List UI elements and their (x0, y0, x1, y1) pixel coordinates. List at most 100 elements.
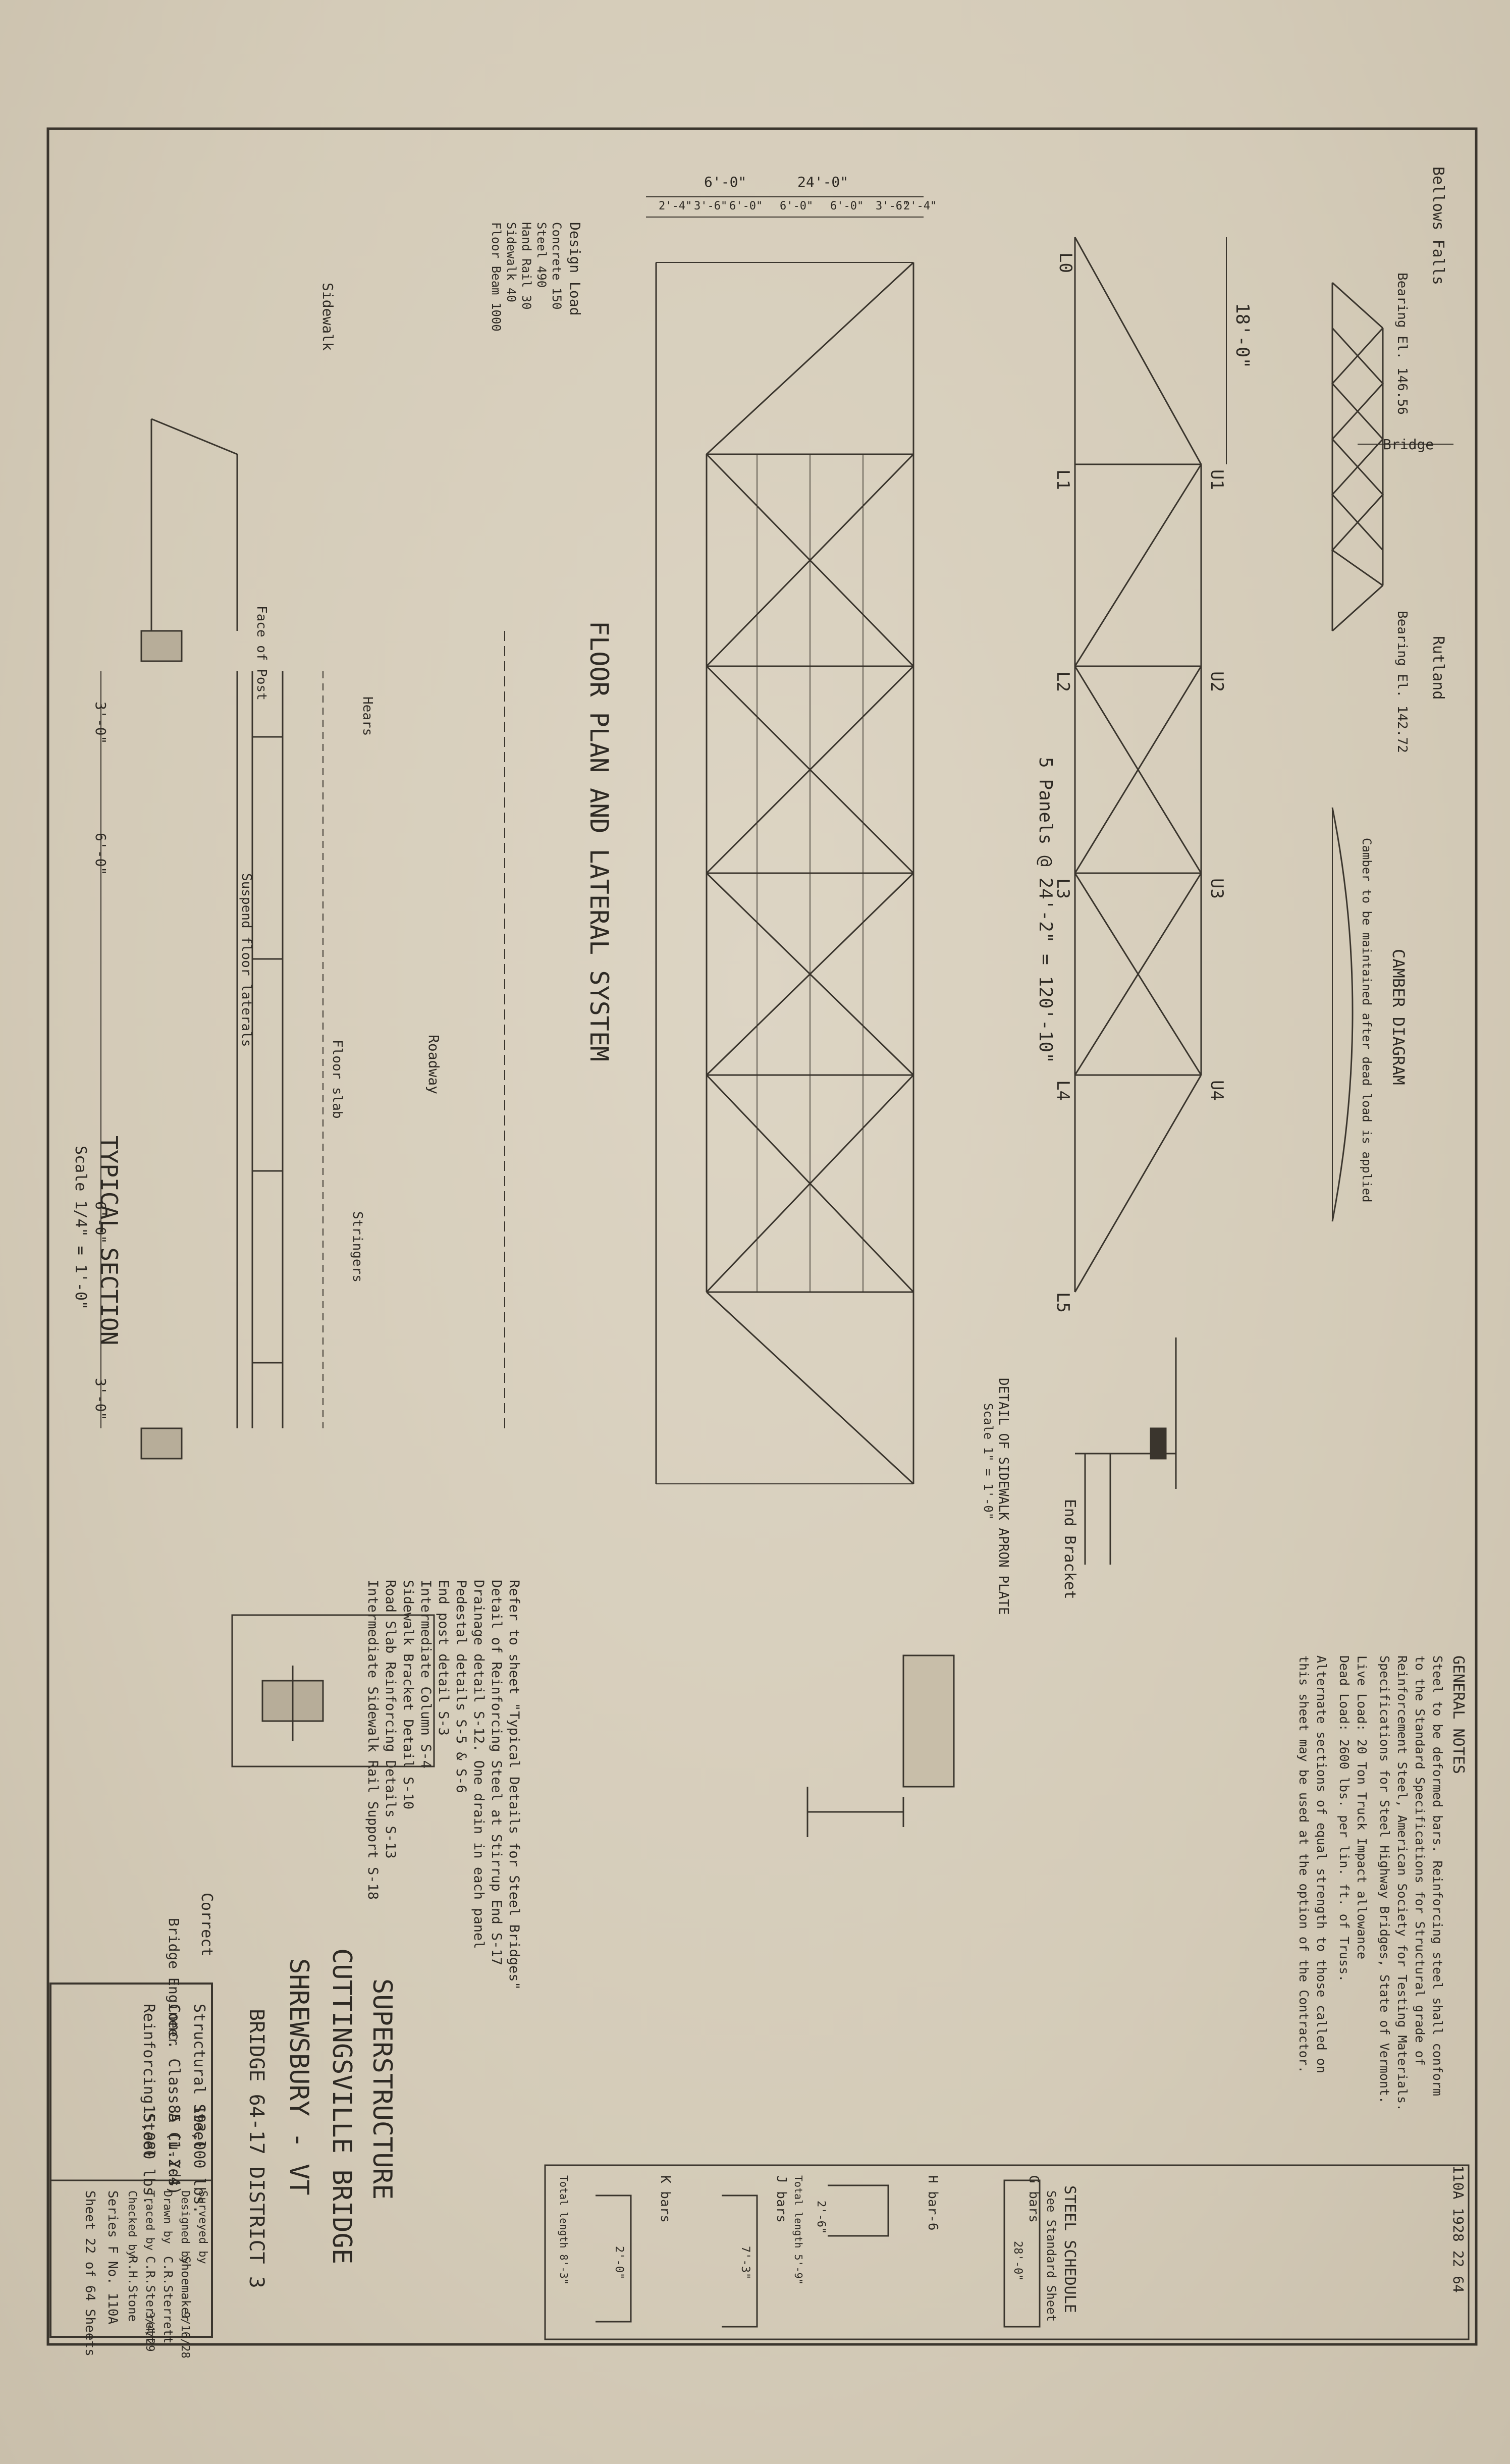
engineer-label: Bridge Engineer (166, 1918, 182, 2046)
refer-line-3: Drainage detail S-12. One drain in each … (471, 1580, 487, 1949)
sig-value-3: C.R.Sterrett (161, 2256, 175, 2343)
face-of-post-label: Face of Post (254, 606, 269, 701)
design-load-table: Design Load Concrete 150 Steel 490 Hand … (489, 222, 583, 332)
design-load-item-1: Concrete 150 (550, 222, 564, 309)
section-dim-3: 6'-0" (92, 1201, 109, 1244)
hears-label: Hears (360, 697, 375, 736)
plan-dim-1: 6'-0" (704, 174, 746, 190)
refer-line-4: Pedestal details S-5 & S-6 (453, 1580, 469, 1793)
refer-list: Refer to sheet "Typical Details for Stee… (365, 1580, 522, 1990)
design-load-heading: Design Load (567, 222, 583, 315)
node-l5: L5 (1053, 1292, 1073, 1313)
sheet-border (46, 127, 1478, 2346)
slab-detail (806, 1654, 955, 1837)
node-u4: U4 (1207, 1080, 1227, 1101)
title-line-4: BRIDGE 64-17 DISTRICT 3 (245, 2009, 268, 2288)
node-u2: U2 (1207, 671, 1227, 692)
general-notes: GENERAL NOTES Steel to be deformed bars.… (1297, 1655, 1467, 2111)
bar-h-dim: 2'-6" (815, 2201, 827, 2234)
plan-dim-2: 24'-0" (797, 174, 848, 190)
design-load-item-5: Floor Beam 1000 (489, 222, 503, 332)
quantities-box (49, 1983, 213, 2338)
bar-j-total: Total length 5'-9" (792, 2175, 804, 2285)
stringers-label: Stringers (350, 1211, 365, 1282)
node-l0: L0 (1055, 252, 1075, 273)
sig-label-4: Traced by (143, 2190, 156, 2251)
design-load-item-4: Sidewalk 40 (504, 222, 518, 302)
sig-value-4: C.R.Sterrett (143, 2256, 157, 2343)
end-bracket-labels: End Bracket DETAIL OF SIDEWALK APRON PLA… (981, 1378, 1078, 1615)
bar-g: G bars (1026, 2175, 1041, 2223)
bar-h: H bar-6 (925, 2175, 940, 2231)
end-bracket-title: End Bracket (1061, 1499, 1078, 1599)
bearing-2-label: Bearing El. 142.72 (1394, 611, 1410, 753)
bearing-1-label: Bearing El. 146.56 (1394, 273, 1410, 415)
date-2: 3/4/29 (143, 2312, 156, 2351)
bar-j: J bars (774, 2175, 789, 2223)
note-line-8: this sheet may be used at the option of … (1297, 1655, 1311, 2073)
qty-value-3: 15,080 lbs. (140, 2105, 157, 2205)
truss-elevation (1074, 237, 1227, 1293)
title-line-2: CUTTINGSVILLE BRIDGE (327, 1948, 357, 2264)
camber-diagram: CAMBER DIAGRAM Camber to be maintained a… (1331, 807, 1408, 1222)
title-line-1: SUPERSTRUCTURE (367, 1978, 397, 2200)
bar-g-dim: 28'-0" (1011, 2241, 1024, 2281)
drawing-number: No. 110A (105, 2261, 120, 2325)
suspend-laterals-label: Suspend floor laterals (239, 873, 254, 1047)
node-l2: L2 (1053, 671, 1073, 692)
bar-h-shape (828, 2184, 889, 2237)
series-label: Series F (105, 2190, 120, 2254)
bridge-elevation-labels: Bellows Falls Bearing El. 146.56 Bridge … (1383, 167, 1447, 753)
node-l3: L3 (1053, 878, 1073, 899)
steel-schedule-heading: STEEL SCHEDULE (1061, 2185, 1078, 2313)
refer-line-2: Detail of Reinforcing Steel at Stirrup E… (489, 1580, 504, 1965)
sig-label-5: Checked by (126, 2190, 138, 2257)
stamp-number: 110A 1928 22 64 (1450, 2165, 1467, 2293)
truss-labels: L0 U1 U2 U3 U4 L1 L2 L3 L4 L5 18'-0" 5 P… (1035, 252, 1253, 1313)
floor-plan-title: FLOOR PLAN AND LATERAL SYSTEM (584, 621, 614, 1061)
sig-value-5: R.H.Stone (126, 2256, 140, 2322)
note-line-4: Specifications for Steel Highway Bridges… (1377, 1655, 1392, 2104)
end-bracket-detail (1075, 1337, 1177, 1565)
node-l4: L4 (1053, 1080, 1073, 1101)
note-line-3: Reinforcement Steel, American Society fo… (1395, 1655, 1410, 2111)
refer-line-1: Refer to sheet "Typical Details for Stee… (506, 1580, 522, 1990)
qty-value-1: 193,000 lbs. (190, 2105, 208, 2214)
rutland-label: Rutland (1429, 636, 1447, 700)
panels-dimension: 5 Panels @ 24'-2" = 120'-10" (1035, 757, 1056, 1063)
typical-section (100, 418, 505, 1460)
section-dim-2: 6'-0" (92, 833, 109, 875)
refer-line-9: Intermediate Sidewalk Rail Support S-18 (365, 1580, 381, 1900)
node-u1: U1 (1207, 469, 1227, 490)
sidewalk-detail-title: DETAIL OF SIDEWALK APRON PLATE (996, 1378, 1011, 1615)
bridge-centerline-label: Bridge (1383, 436, 1434, 453)
bar-g-shape (1003, 2179, 1041, 2328)
section-dim-4: 3'-0" (92, 1378, 109, 1420)
design-load-item-3: Hand Rail 30 (519, 222, 533, 309)
bar-k-total: Total length 8'-3" (558, 2175, 570, 2285)
plan-dim-5: 6'-0" (729, 200, 763, 212)
camber-note: Camber to be maintained after dead load … (1360, 838, 1374, 1202)
refer-line-6: Intermediate Column S-4 (418, 1580, 434, 1769)
camber-title: CAMBER DIAGRAM (1389, 949, 1408, 1085)
note-line-5: Live Load: 20 Ton Truck Impact allowance (1355, 1655, 1369, 1959)
date-1: 9/16/28 (179, 2312, 191, 2359)
correct-label: Correct (198, 1893, 215, 1956)
plan-dim-4: 3'-6" (694, 200, 727, 212)
sidewalk-detail-scale: Scale 1" = 1'-0" (981, 1403, 995, 1520)
title-block: SUPERSTRUCTURE CUTTINGSVILLE BRIDGE SHRE… (49, 1893, 1470, 2359)
bellows-falls-label: Bellows Falls (1429, 167, 1447, 285)
roadway-label: Roadway (425, 1035, 442, 1094)
plan-dim-6: 6'-0" (780, 200, 813, 212)
note-line-2: to the Standard Specifications for Struc… (1413, 1655, 1427, 2066)
typical-section-labels: 3'-0" 6'-0" 6'-0" 3'-0" Sidewalk Roadway… (72, 283, 442, 1420)
node-l1: L1 (1053, 469, 1073, 490)
bridge-elevation (1331, 282, 1453, 632)
qty-item-3: Reinforcing Steel (140, 2004, 157, 2159)
steel-schedule-sub: See Standard Sheet (1044, 2190, 1058, 2322)
sidewalk-label: Sidewalk (319, 283, 336, 351)
sheet-number: Sheet 22 of 64 Sheets (82, 2190, 97, 2356)
span-dimension: 18'-0" (1232, 303, 1253, 368)
